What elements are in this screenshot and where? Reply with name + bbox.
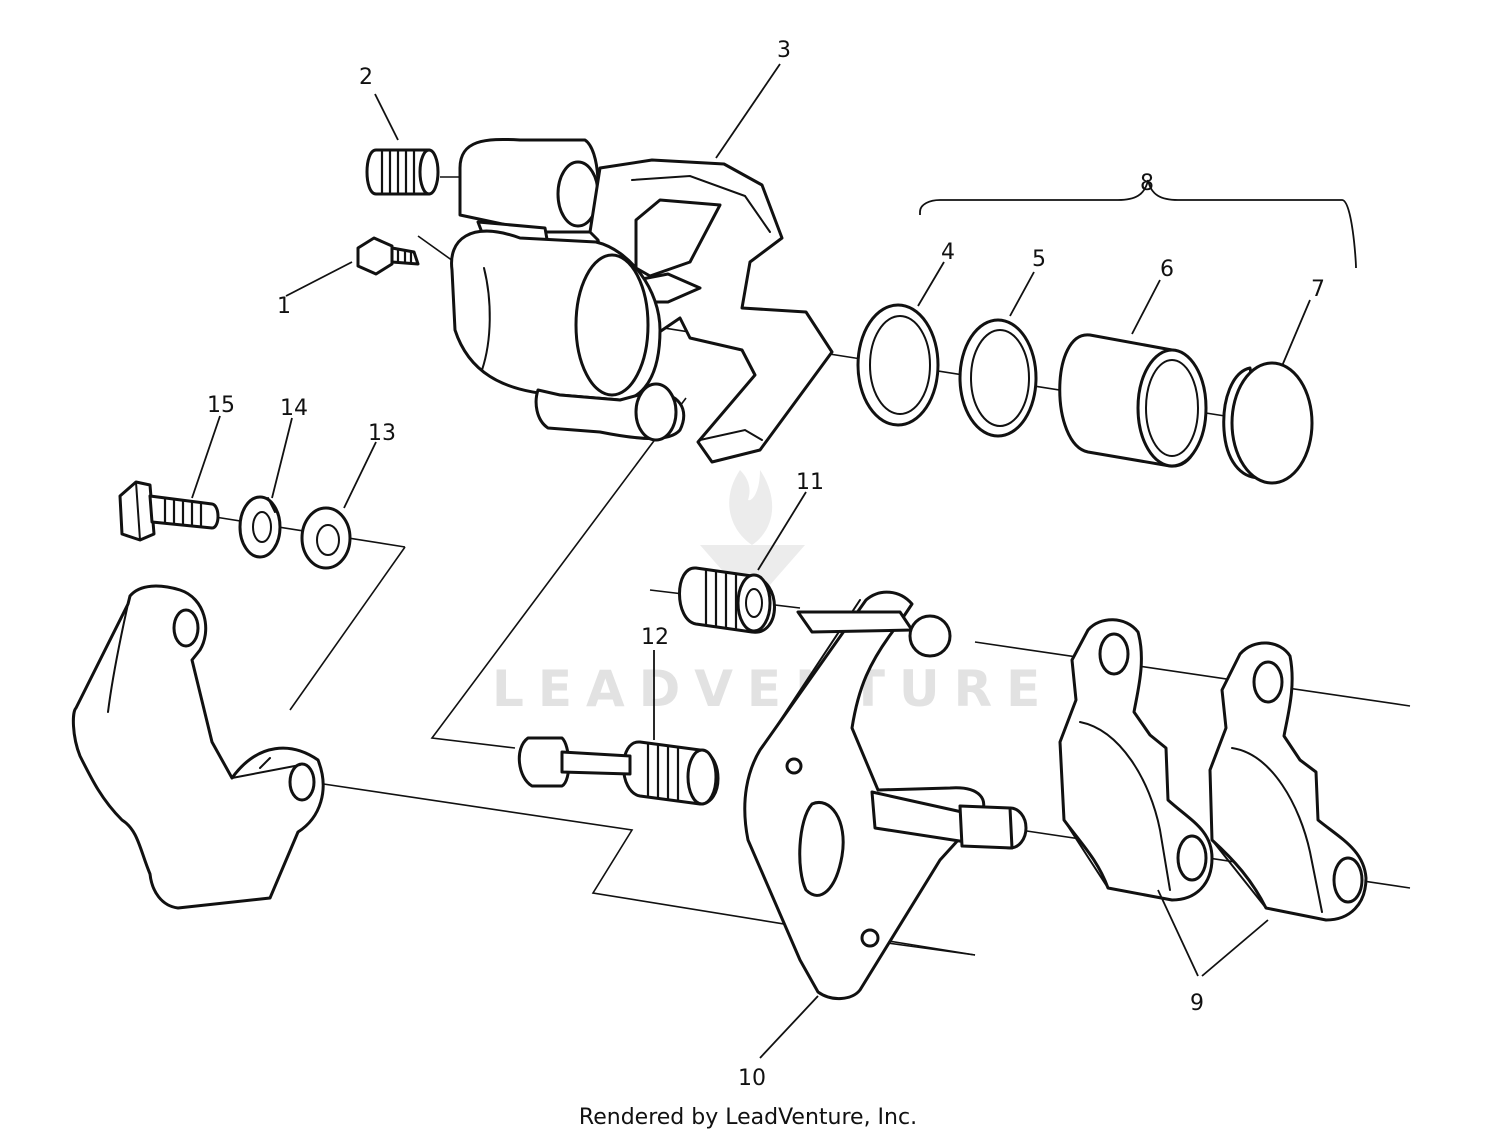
part-13-washer [300,506,352,570]
callout-12: 12 [641,625,669,650]
part-2-plug [365,148,440,196]
callout-9: 9 [1190,991,1204,1016]
callout-2: 2 [359,65,373,90]
callout-8: 8 [1140,171,1154,196]
footer-credit: Rendered by LeadVenture, Inc. [579,1105,917,1130]
part-7-cap [1222,361,1314,485]
part-12-sleeve [622,740,720,806]
watermark: LEADVENTURE [492,470,1054,718]
callout-6: 6 [1160,257,1174,282]
part-10-support-bracket [743,590,1028,1000]
part-8-bracket [919,179,1357,269]
fork-mount [71,584,325,910]
callout-10: 10 [738,1066,766,1091]
part-3-caliper-body [450,137,834,464]
guide-pin-lower [517,736,632,788]
part-6-piston [1058,333,1208,468]
part-1-bleeder-valve [356,236,420,276]
part-9-brake-pad-inner [1058,618,1214,902]
callout-5: 5 [1032,247,1046,272]
watermark-text: LEADVENTURE [492,660,1054,718]
part-5-seal [958,318,1038,438]
part-14-lock-washer [238,495,282,559]
callout-15: 15 [207,393,235,418]
callout-3: 3 [777,38,791,63]
part-4-seal [856,303,940,427]
callout-4: 4 [941,240,955,265]
callout-7: 7 [1311,277,1325,302]
callout-leaders [191,63,1311,1059]
part-9-brake-pad-outer [1208,641,1368,922]
part-15-bolt [118,480,220,542]
part-11-sleeve [678,566,776,634]
callout-1: 1 [277,294,291,319]
callout-13: 13 [368,421,396,446]
callout-labels: 1 2 3 4 5 6 7 8 9 10 11 12 13 14 15 [207,38,1325,1091]
callout-11: 11 [796,470,824,495]
callout-14: 14 [280,396,308,421]
